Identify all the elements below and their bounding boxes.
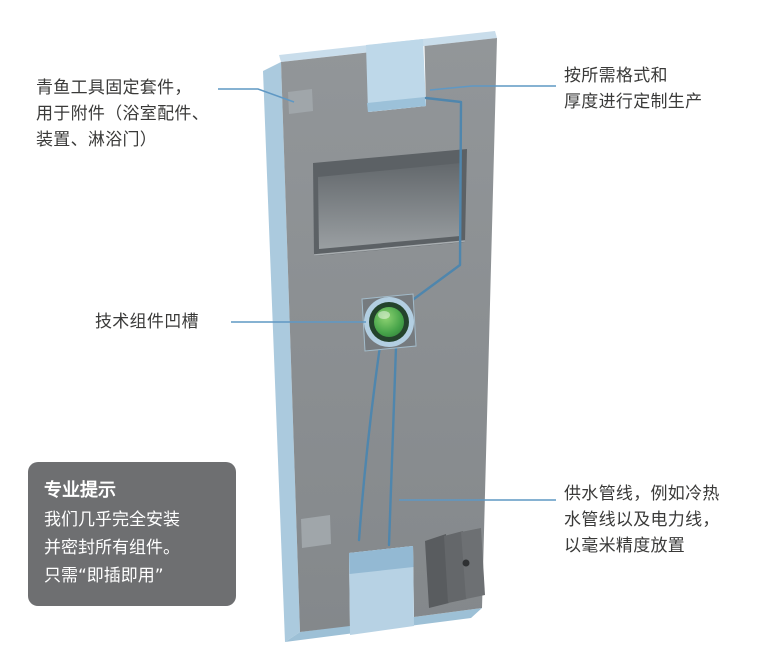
component-highlight <box>378 311 390 319</box>
fin-3 <box>461 528 485 599</box>
annotation-line: 以毫米精度放置 <box>564 536 686 556</box>
niche-bottom-highlight <box>313 240 466 256</box>
leader-lines <box>218 85 556 501</box>
leader-fixing-kit <box>218 88 295 103</box>
panel-left-edge <box>263 62 300 642</box>
bottom-notch-cut-shade <box>349 546 414 574</box>
niche-recess-back <box>318 163 461 249</box>
annotation-custom-format: 按所需格式和 厚度进行定制生产 <box>564 63 702 115</box>
pro-tip-title: 专业提示 <box>44 480 116 501</box>
fin-1 <box>425 534 449 608</box>
top-notch-cut-shade <box>367 97 426 112</box>
fin-2 <box>444 531 467 603</box>
leader-custom-format <box>429 85 556 91</box>
annotation-line: 按所需格式和 <box>564 66 668 86</box>
pipe-top-run <box>401 96 463 309</box>
annotation-line: 装置、淋浴门） <box>36 130 158 150</box>
annotation-line: 技术组件凹槽 <box>95 312 199 332</box>
annotation-water-lines: 供水管线，例如冷热 水管线以及电力线， 以毫米精度放置 <box>564 481 720 559</box>
annotation-line: 厚度进行定制生产 <box>564 92 703 112</box>
fixing-patch-top-left <box>288 89 313 114</box>
annotation-line: 供水管线，例如冷热 <box>564 484 720 504</box>
pipe-right-drop <box>387 345 398 547</box>
bottom-fins <box>425 528 485 608</box>
pro-tip-line: 我们几乎完全安装 <box>44 510 180 530</box>
pro-tip-line: 并密封所有组件。 <box>44 538 180 558</box>
annotation-line: 水管线以及电力线， <box>564 510 720 530</box>
fin-hole <box>462 559 470 567</box>
pipe-left-drop <box>357 344 382 542</box>
fixing-patch-bottom-left <box>301 515 331 548</box>
pro-tip-line: 只需“即插即用” <box>44 566 164 586</box>
top-notch-cut <box>366 39 426 112</box>
annotation-line: 青鱼工具固定套件， <box>36 78 192 98</box>
pro-tip-box: 专业提示 我们几乎完全安装 并密封所有组件。 只需“即插即用” <box>28 462 236 606</box>
annotation-fixing-kit: 青鱼工具固定套件， 用于附件（浴室配件、 装置、淋浴门） <box>36 75 209 153</box>
component-green-cap <box>374 307 404 337</box>
annotation-tech-recess: 技术组件凹槽 <box>95 309 199 335</box>
annotation-line: 用于附件（浴室配件、 <box>36 104 209 124</box>
pipe-lines <box>357 96 463 547</box>
